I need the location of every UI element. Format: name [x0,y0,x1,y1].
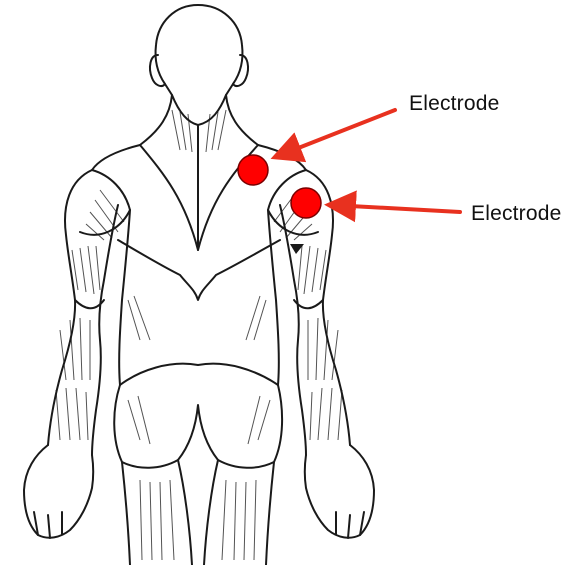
electrode-2-dot [291,188,321,218]
electrode-label-lower: Electrode [471,202,562,226]
electrode-1-dot [238,155,268,185]
arrow-2 [332,205,460,212]
arrow-1 [278,110,395,156]
electrode-label-upper: Electrode [409,92,500,116]
